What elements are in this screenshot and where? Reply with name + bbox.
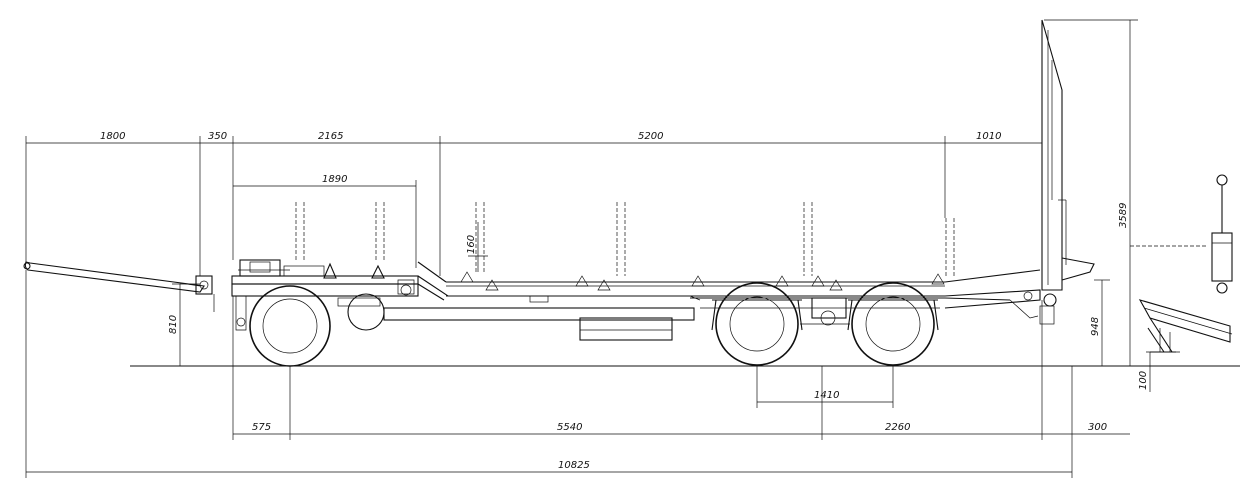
- dim-300: 300: [1088, 422, 1107, 433]
- dim-10825: 10825: [558, 460, 590, 471]
- spare-wheel: [337, 293, 385, 331]
- dim-2260: 2260: [885, 422, 910, 433]
- dim-5200: 5200: [638, 131, 663, 142]
- lashing-rings: [460, 271, 945, 291]
- gooseneck-ramp: [417, 261, 690, 301]
- dim-1890: 1890: [322, 174, 347, 185]
- dim-1800: 1800: [100, 131, 125, 142]
- dim-160: 160: [466, 235, 477, 254]
- stake-sockets: [295, 202, 955, 276]
- wheel-rear-2: [847, 282, 939, 366]
- drawbar: [23, 261, 215, 312]
- loading-ramp-raised: [1039, 19, 1095, 325]
- wheel-rear-1: [711, 282, 803, 366]
- dim-3589: 3589: [1118, 203, 1129, 228]
- beavertail: [944, 269, 1041, 309]
- dim-575: 575: [252, 422, 271, 433]
- wheel-front: [249, 285, 331, 367]
- dim-1410: 1410: [814, 390, 839, 401]
- front-platform: [231, 259, 419, 331]
- dim-1010: 1010: [976, 131, 1001, 142]
- trailer-body: [23, 19, 1095, 367]
- dim-100: 100: [1138, 371, 1149, 390]
- dim-948: 948: [1090, 317, 1101, 336]
- dim-810: 810: [168, 315, 179, 334]
- dim-5540: 5540: [557, 422, 582, 433]
- dim-350: 350: [208, 131, 227, 142]
- main-deck: [295, 202, 955, 341]
- dim-2165: 2165: [318, 131, 343, 142]
- suspension: [800, 297, 850, 326]
- ramp-foot-detail: [1138, 299, 1233, 353]
- dimension-lines: [25, 19, 1180, 478]
- hydraulic-cylinder-detail: [1130, 174, 1233, 294]
